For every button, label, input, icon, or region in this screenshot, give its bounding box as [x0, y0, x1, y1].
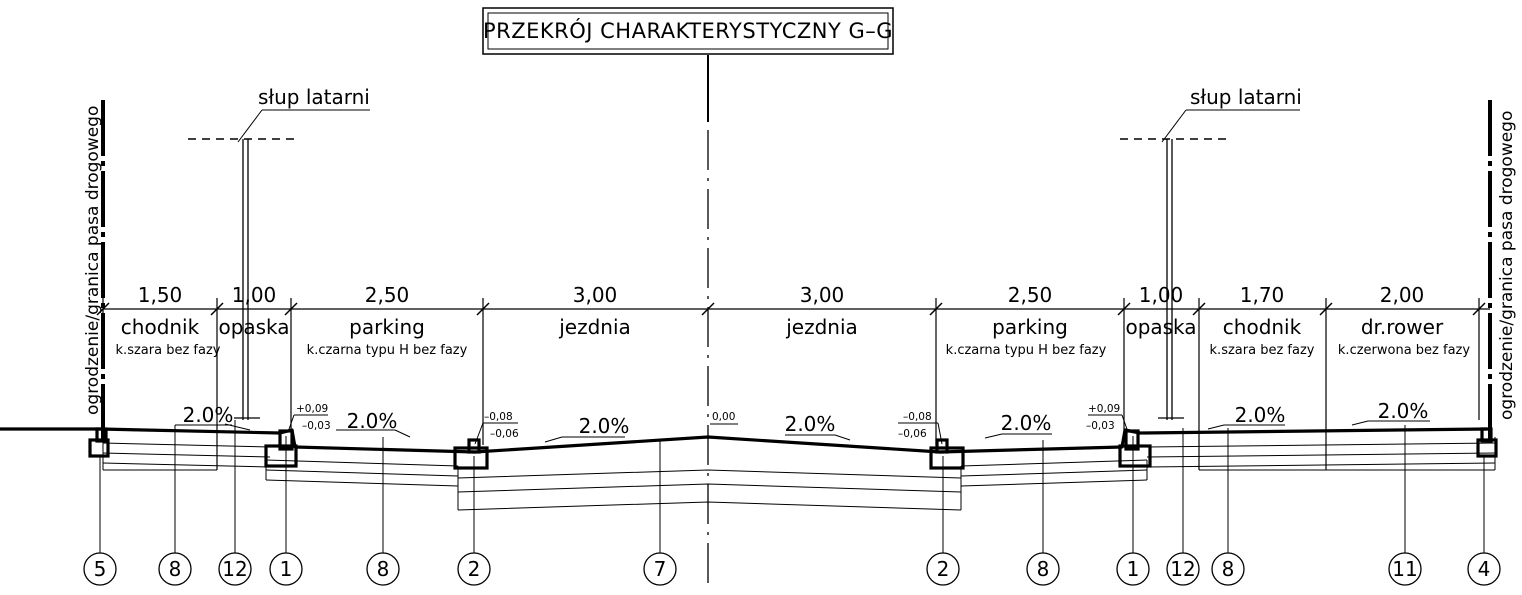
marker-1: 1: [1127, 557, 1140, 581]
dim-value-8: 1,70: [1240, 283, 1285, 307]
surface-type-1: k.szara bez fazy: [116, 343, 221, 358]
slope-label-3: 2.0%: [579, 414, 630, 438]
section-name-5: jezdnia: [785, 315, 858, 339]
dim-value-2: 1,00: [232, 283, 277, 307]
dim-value-9: 2,00: [1380, 283, 1425, 307]
dimension-line: [102, 298, 1490, 470]
dim-value-6: 2,50: [1008, 283, 1053, 307]
elev-5-bottom: –0,03: [1086, 420, 1115, 432]
slope-label-6: 2.0%: [1235, 403, 1286, 427]
marker-12: 12: [1170, 557, 1195, 581]
right-boundary-label: ogrodzenie/granica pasa drogowego: [1497, 111, 1517, 420]
curbs: [88, 427, 1498, 470]
marker-12: 12: [222, 557, 247, 581]
elevation-leaders: [287, 414, 1129, 445]
slope-label-4: 2.0%: [785, 412, 836, 436]
dim-value-5: 3,00: [800, 283, 845, 307]
surface-type-3: k.czarna typu H bez fazy: [307, 343, 468, 358]
left-boundary-label: ogrodzenie/granica pasa drogowego: [83, 106, 103, 415]
section-name-2: opaska: [218, 315, 289, 339]
dim-value-1: 1,50: [138, 283, 183, 307]
marker-8: 8: [377, 557, 390, 581]
elev-4-bottom: –0,06: [898, 428, 927, 440]
section-name-4: jezdnia: [558, 315, 631, 339]
lamp-post-left-label: słup latarni: [258, 85, 370, 109]
slope-label-2: 2.0%: [347, 409, 398, 433]
lamp-post-right-label: słup latarni: [1190, 85, 1302, 109]
lamp-post-left: [188, 109, 370, 420]
elev-2-bottom: –0,06: [490, 428, 519, 440]
marker-7: 7: [654, 557, 667, 581]
elev-3-top: 0,00: [712, 411, 735, 423]
drawing-title: PRZEKRÓJ CHARAKTERYSTYCZNY G–G: [483, 18, 893, 43]
marker-2: 2: [468, 557, 481, 581]
title-block: PRZEKRÓJ CHARAKTERYSTYCZNY G–G: [482, 7, 894, 55]
marker-4: 4: [1478, 557, 1491, 581]
pavement-layers: [102, 437, 1496, 511]
marker-8: 8: [1222, 557, 1235, 581]
slope-arrows: [175, 420, 1430, 443]
dim-value-3: 2,50: [365, 283, 410, 307]
elev-1-bottom: –0,03: [302, 420, 331, 432]
dim-value-7: 1,00: [1139, 283, 1184, 307]
elev-2-top: –0,08: [484, 411, 513, 423]
surface-type-8: k.szara bez fazy: [1210, 343, 1315, 358]
marker-11: 11: [1392, 557, 1417, 581]
lamp-post-right: [1120, 109, 1300, 420]
marker-5: 5: [94, 557, 107, 581]
section-name-7: opaska: [1125, 315, 1196, 339]
slope-label-1: 2.0%: [183, 403, 234, 427]
marker-1: 1: [280, 557, 293, 581]
marker-8: 8: [169, 557, 182, 581]
section-name-8: chodnik: [1223, 315, 1302, 339]
elev-5-top: +0,09: [1088, 403, 1120, 415]
marker-8: 8: [1037, 557, 1050, 581]
slope-label-5: 2.0%: [1001, 411, 1052, 435]
section-name-6: parking: [992, 315, 1068, 339]
marker-2: 2: [937, 557, 950, 581]
elev-1-top: +0,09: [296, 403, 328, 415]
item-markers: [83, 552, 1501, 586]
surface-profile: [0, 427, 1488, 454]
surface-type-6: k.czarna typu H bez fazy: [946, 343, 1107, 358]
section-name-9: dr.rower: [1361, 315, 1444, 339]
dimension-ticks: [96, 302, 1486, 316]
section-name-1: chodnik: [121, 315, 200, 339]
elev-4-top: –0,08: [903, 411, 932, 423]
surface-type-9: k.czerwona bez fazy: [1338, 343, 1470, 358]
dim-value-4: 3,00: [573, 283, 618, 307]
slope-label-7: 2.0%: [1378, 399, 1429, 423]
marker-leaders: [99, 420, 1485, 553]
section-name-3: parking: [349, 315, 425, 339]
